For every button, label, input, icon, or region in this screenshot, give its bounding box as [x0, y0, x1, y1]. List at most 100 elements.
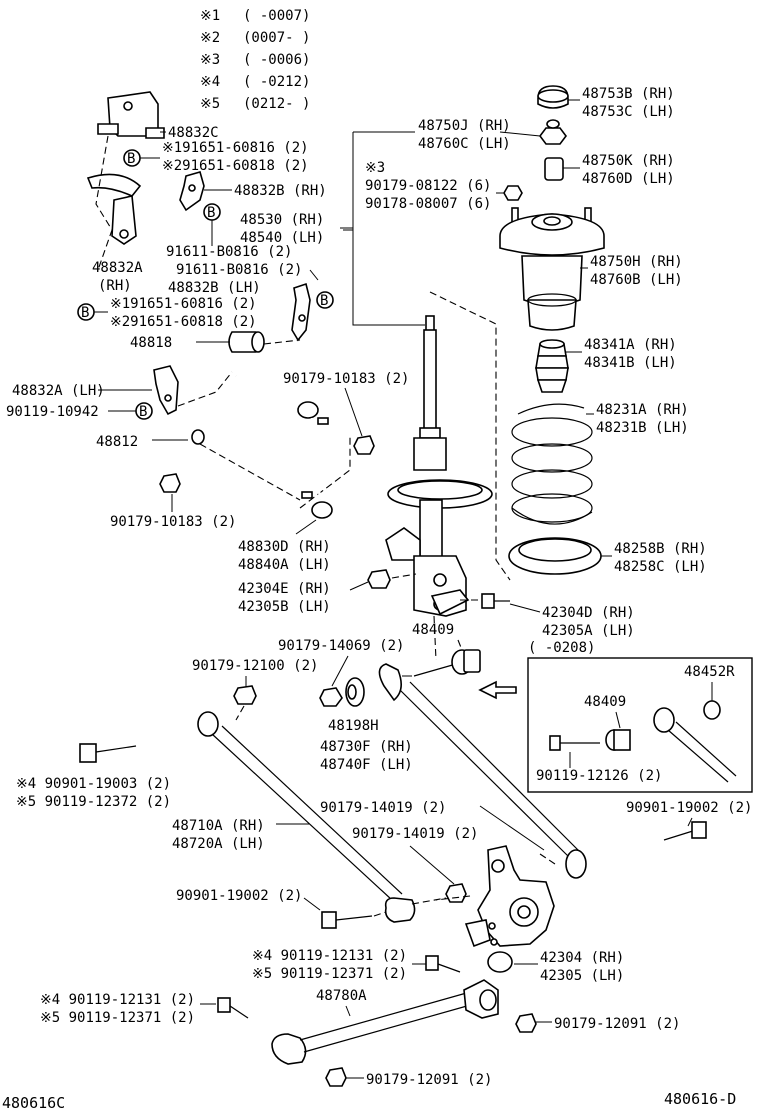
label-42304: 42304 (RH) [540, 950, 624, 966]
note-range-4: ( -0212) [243, 74, 310, 90]
stabilizer-bracket-48832c [97, 91, 165, 139]
stabilizer-bar-48812 [191, 374, 275, 445]
label-90119-10942: 90119-10942 [6, 404, 99, 420]
svg-text:B: B [139, 404, 147, 420]
lateral-rod-48780a [271, 979, 499, 1065]
bolt-90901-19003 [79, 743, 137, 763]
strut-nut-48750j [539, 127, 567, 145]
label-48753c: 48753C (LH) [582, 104, 675, 120]
note-range-3: ( -0006) [243, 52, 310, 68]
label-48840a: 48840A (LH) [238, 557, 331, 573]
nut-90179-14069 [319, 687, 343, 707]
bracket-48832a-rh [86, 173, 142, 245]
label-48409: 48409 [412, 622, 454, 638]
label-90901-19002-b: 90901-19002 (2) [176, 888, 302, 904]
label-191651-60816-a: ※191651-60816 (2) [162, 140, 309, 156]
label-48760d: 48760D (LH) [582, 171, 675, 187]
label-42304e: 42304E (RH) [238, 581, 331, 597]
stabilizer-bushing-48818 [228, 331, 265, 353]
label-48832b-lh: 48832B (LH) [168, 280, 261, 296]
figure-code-left: 480616C [2, 1094, 65, 1112]
nut-90179-12091-a [515, 1013, 537, 1033]
washer-48198h [345, 677, 365, 707]
label-st5-90119-12372: ※5 90119-12372 (2) [16, 794, 171, 810]
label-90119-12126: 90119-12126 (2) [536, 768, 662, 784]
label-90179-10183-b: 90179-10183 (2) [110, 514, 236, 530]
svg-text:B: B [207, 205, 215, 221]
nut-90179-12100 [233, 685, 257, 705]
upper-support-48750h [499, 207, 605, 331]
label-48740f: 48740F (LH) [320, 757, 413, 773]
label-48830d: 48830D (RH) [238, 539, 331, 555]
bracket-48832b-lh [291, 282, 311, 342]
label-inset-range: ( -0208) [528, 640, 595, 656]
label-48750j: 48750J (RH) [418, 118, 511, 134]
note-mark-1: ※1 [200, 8, 220, 24]
inset-arrow [478, 680, 517, 700]
label-90179-14069: 90179-14069 (2) [278, 638, 404, 654]
bolt-90901-19002-a [663, 821, 707, 841]
support-nut-note3 [503, 185, 523, 201]
label-48760c: 48760C (LH) [418, 136, 511, 152]
label-48341a: 48341A (RH) [584, 337, 677, 353]
label-191651-60816-b: ※191651-60816 (2) [110, 296, 257, 312]
label-91611-b0816-a: 91611-B0816 (2) [166, 244, 292, 260]
label-st5-90119-12371-b: ※5 90119-12371 (2) [40, 1010, 195, 1026]
label-48198h: 48198H [328, 718, 379, 734]
label-90179-12091-a: 90179-12091 (2) [554, 1016, 680, 1032]
note-mark-4: ※4 [200, 74, 220, 90]
label-42305b: 42305B (LH) [238, 599, 331, 615]
label-48231a: 48231A (RH) [596, 402, 689, 418]
figure-code-right: 480616-D [664, 1090, 736, 1108]
label-90179-12091-b: 90179-12091 (2) [366, 1072, 492, 1088]
label-90179-14019-b: 90179-14019 (2) [352, 826, 478, 842]
svg-text:B: B [320, 293, 328, 309]
bolt-90119-12126 [549, 735, 600, 751]
label-48760b: 48760B (LH) [590, 272, 683, 288]
note-mark-5: ※5 [200, 96, 220, 112]
nut-90179-12091-b [325, 1067, 347, 1087]
bolt-90119-12131-a [425, 955, 461, 973]
strut-bushing-48750k [544, 157, 564, 181]
bushing-marker-b2: B [203, 203, 221, 221]
inset-box-0208: ( -0208) 48452R 48409 90119-12126 (2) [527, 640, 753, 793]
nut-90179-14019-b [445, 883, 467, 903]
label-90178-08007: 90178-08007 (6) [365, 196, 491, 212]
bushing-marker-b5: B [135, 402, 153, 420]
strut-reference-bracket [352, 132, 425, 326]
label-48540: 48540 (LH) [240, 230, 324, 246]
label-48409-inset: 48409 [584, 694, 626, 710]
label-42305: 42305 (LH) [540, 968, 624, 984]
cam-bolt-48409 [413, 649, 481, 677]
label-48818: 48818 [130, 335, 172, 351]
label-48720a: 48720A (LH) [172, 836, 265, 852]
lower-control-arm-48710a [197, 711, 416, 923]
label-st4-90901-19003: ※4 90901-19003 (2) [16, 776, 171, 792]
label-48530: 48530 (RH) [240, 212, 324, 228]
nut-42304e [367, 569, 391, 589]
svg-text:B: B [81, 305, 89, 321]
label-48231b: 48231B (LH) [596, 420, 689, 436]
label-48750h: 48750H (RH) [590, 254, 683, 270]
label-48832a-rh: 48832A [92, 260, 143, 276]
label-42304d: 42304D (RH) [542, 605, 635, 621]
nut-90179-10183-b [159, 473, 181, 493]
label-42305a: 42305A (LH) [542, 623, 635, 639]
label-90901-19002-a: 90901-19002 (2) [626, 800, 752, 816]
note-range-1: ( -0007) [243, 8, 310, 24]
label-291651-60818-a: ※291651-60818 (2) [162, 158, 309, 174]
coil-spring-48231 [511, 403, 593, 525]
label-48832b-rh: 48832B (RH) [234, 183, 327, 199]
label-48258b: 48258B (RH) [614, 541, 707, 557]
note-mark-2: ※2 [200, 30, 220, 46]
label-48750k: 48750K (RH) [582, 153, 675, 169]
label-48812: 48812 [96, 434, 138, 450]
shock-absorber-48530 [385, 315, 493, 617]
bushing-marker-b3: B [316, 291, 334, 309]
applicability-notes: ※1 ( -0007) ※2 (0007- ) ※3 ( -0006) ※4 (… [200, 8, 310, 112]
svg-text:B: B [127, 151, 135, 167]
label-48730f: 48730F (RH) [320, 739, 413, 755]
label-91611-b0816-b: 91611-B0816 (2) [176, 262, 302, 278]
label-48452r: 48452R [684, 664, 735, 680]
